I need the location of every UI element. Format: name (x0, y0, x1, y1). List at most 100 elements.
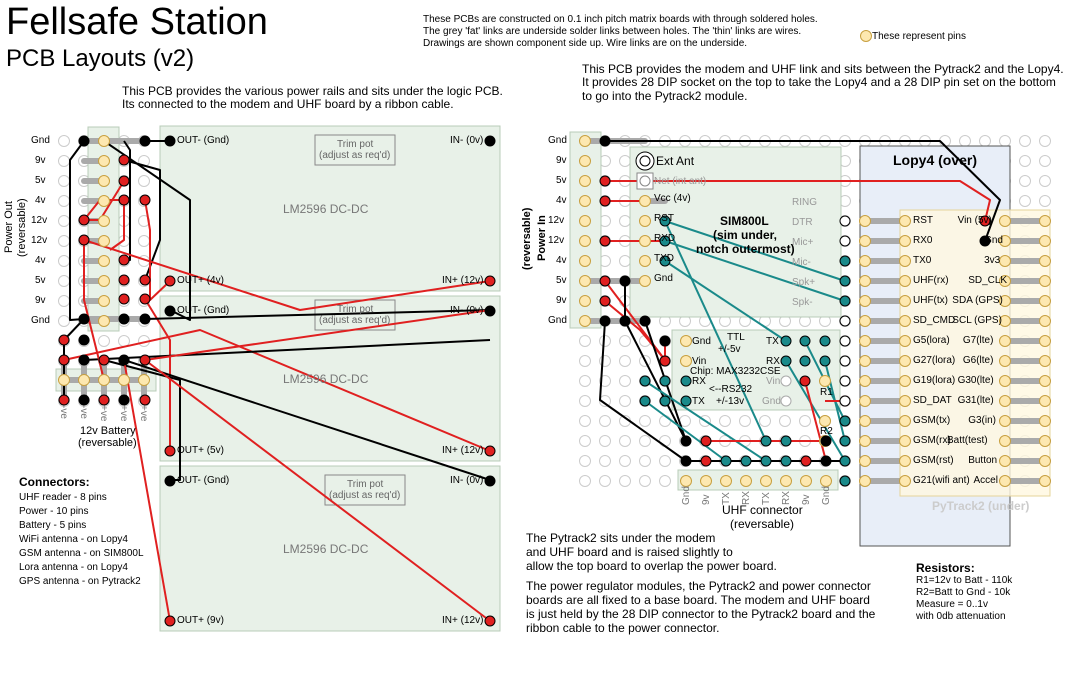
hole (619, 455, 631, 467)
pin (859, 235, 871, 247)
hole (619, 375, 631, 387)
lopy-pin-right: Vin (5v) (957, 215, 992, 226)
header-note: Drawings are shown component side up. Wi… (423, 38, 748, 49)
battery-pin-label: +ve (118, 405, 129, 422)
pin-legend-label: These represent pins (872, 31, 966, 42)
pin (579, 295, 591, 307)
node (659, 375, 671, 387)
node (979, 215, 991, 227)
pytrack-note: The Pytrack2 sits under the modem (526, 531, 716, 545)
node (599, 315, 611, 327)
module-terminal (164, 275, 176, 287)
max-rs: <--RS232 (709, 384, 753, 395)
hole (1039, 175, 1051, 187)
node (139, 313, 151, 325)
hole (58, 295, 70, 307)
lopy-pin-left: GSM(tx) (913, 415, 951, 426)
pin (1039, 415, 1051, 427)
max-gnd-r: Gnd (762, 396, 781, 407)
node (780, 435, 792, 447)
pin (859, 475, 871, 487)
pin (999, 355, 1011, 367)
node (58, 394, 70, 406)
pin (1039, 455, 1051, 467)
hole (58, 215, 70, 227)
pin (899, 435, 911, 447)
module-terminal (484, 135, 496, 147)
pin (859, 335, 871, 347)
hole (999, 135, 1011, 147)
hole (979, 135, 991, 147)
hole (659, 455, 671, 467)
wire-teal (664, 220, 767, 442)
wire-teal (644, 400, 727, 462)
module-in-pos: IN+ (12v) (442, 615, 484, 626)
lopy-side-pin (839, 315, 851, 327)
hole (639, 475, 651, 487)
pin (98, 295, 110, 307)
pin (98, 275, 110, 287)
hole (1039, 195, 1051, 207)
node (139, 354, 151, 366)
pin (98, 315, 110, 327)
pin (1039, 275, 1051, 287)
pin (999, 455, 1011, 467)
node (118, 274, 130, 286)
pin (819, 415, 831, 427)
module-out-pos: OUT+ (5v) (177, 445, 224, 456)
power-in-label: Power In (536, 215, 548, 261)
pin (899, 255, 911, 267)
hole (619, 435, 631, 447)
lopy-pin-right: G7(lte) (962, 335, 994, 346)
hole (759, 415, 771, 427)
header-note: The grey 'fat' links are underside solde… (423, 26, 802, 37)
pin (1039, 315, 1051, 327)
pin (579, 215, 591, 227)
lopy-pin-right: SCL (GPS) (952, 315, 1002, 326)
modem-board-description: This PCB provides the modem and UHF link… (582, 62, 1064, 76)
lopy-pin-right: G6(lte) (962, 355, 994, 366)
uhf-connector-block (677, 469, 839, 491)
hole (138, 235, 150, 247)
node (599, 135, 611, 147)
pin (639, 255, 651, 267)
uhf-connector-sub: (reversable) (730, 517, 795, 531)
pin (859, 415, 871, 427)
node (799, 375, 811, 387)
hole (619, 255, 631, 267)
wire-gnd (103, 140, 191, 321)
lopy-side-pin (839, 235, 851, 247)
wire (599, 320, 687, 462)
wire-red (123, 359, 171, 622)
max-chip: Chip: MAX3232CSE (690, 366, 781, 377)
pytrack-note: allow the top board to overlap the power… (526, 559, 777, 573)
power-out-pin-label: 9v (35, 155, 46, 166)
node (118, 254, 130, 266)
hole (599, 395, 611, 407)
max-rs-v: +/-13v (716, 396, 745, 407)
power-in-pin-label: 4v (556, 255, 567, 266)
hole (58, 135, 70, 147)
module-terminal (164, 615, 176, 627)
module-out-gnd: OUT- (Gnd) (177, 305, 230, 316)
module-terminal (484, 475, 496, 487)
module-terminal (484, 615, 496, 627)
power-in-pin-label: 4v (556, 195, 567, 206)
hole (599, 435, 611, 447)
sim-right-pin-label: Spk+ (792, 277, 816, 288)
net-ant-hole (639, 175, 651, 187)
power-out-pin-label: Gnd (31, 135, 50, 146)
pin (899, 315, 911, 327)
node (740, 455, 752, 467)
pin (1039, 375, 1051, 387)
lopy-pin-right: G30(lte) (957, 375, 994, 386)
lopy-side-pin (839, 475, 851, 487)
pin (859, 355, 871, 367)
pin (899, 215, 911, 227)
node (58, 354, 70, 366)
node (659, 215, 671, 227)
node (139, 194, 151, 206)
module-terminal (164, 305, 176, 317)
lopy-side-pin (839, 375, 851, 387)
